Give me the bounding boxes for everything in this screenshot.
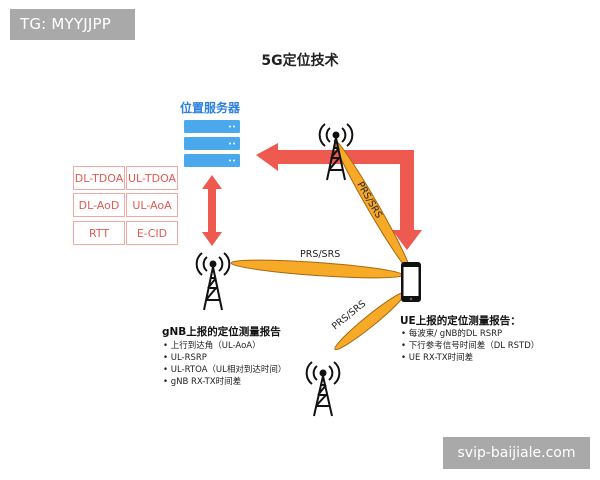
beam-gnb-ue [230,259,404,279]
gnb-report-title: gNB上报的定位测量报告 [162,326,281,338]
method-ul-tdoa: UL-TDOA [126,166,178,190]
bottom-tower-icon [305,361,341,417]
server-icon [184,120,240,167]
arrow-server-gnb [202,175,222,246]
method-ul-aoa: UL-AoA [126,193,178,217]
label-gnb-ue: PRS/SRS [300,249,340,260]
watermark-top-left: TG: MYYJJPP [10,9,135,40]
gnb-tower-icon [195,252,231,311]
arrow-down-to-ue [392,150,422,250]
arrow-to-server [256,143,400,171]
gnb-report-list: 上行到达角（UL-AoA） UL-RSRP UL-RTOA（UL相对到达时间） … [163,340,287,388]
gnb-report-item: UL-RTOA（UL相对到达时间） [163,364,287,376]
ue-report-item: 下行参考信号时间差（DL RSTD） [401,340,540,352]
gnb-report-item: 上行到达角（UL-AoA） [163,340,286,352]
top-tower-icon [318,123,354,181]
method-rtt: RTT [73,221,125,245]
ue-phone-icon [401,262,421,302]
beams [230,139,411,351]
diagram-title: 5G定位技术 [261,53,339,69]
gnb-report-item: UL-RSRP [163,352,286,364]
ue-report-title: UE上报的定位测量报告： [400,315,521,327]
label-top-ue: PRS/SRS [354,180,384,220]
method-dl-tdoa: DL-TDOA [73,166,125,190]
gnb-report-item: gNB RX-TX时间差 [163,376,286,388]
watermark-bottom-right: svip-baijiale.com [443,437,590,469]
server-label: 位置服务器 [180,101,241,115]
ue-report-item: 每波束/ gNB的DL RSRP [401,328,539,340]
method-dl-aod: DL-AoD [73,193,125,217]
ue-report-list: 每波束/ gNB的DL RSRP 下行参考信号时间差（DL RSTD） UE R… [401,328,540,364]
method-e-cid: E-CID [126,221,178,245]
ue-report-item: UE RX-TX时间差 [401,352,539,364]
report-arrows [202,143,422,250]
